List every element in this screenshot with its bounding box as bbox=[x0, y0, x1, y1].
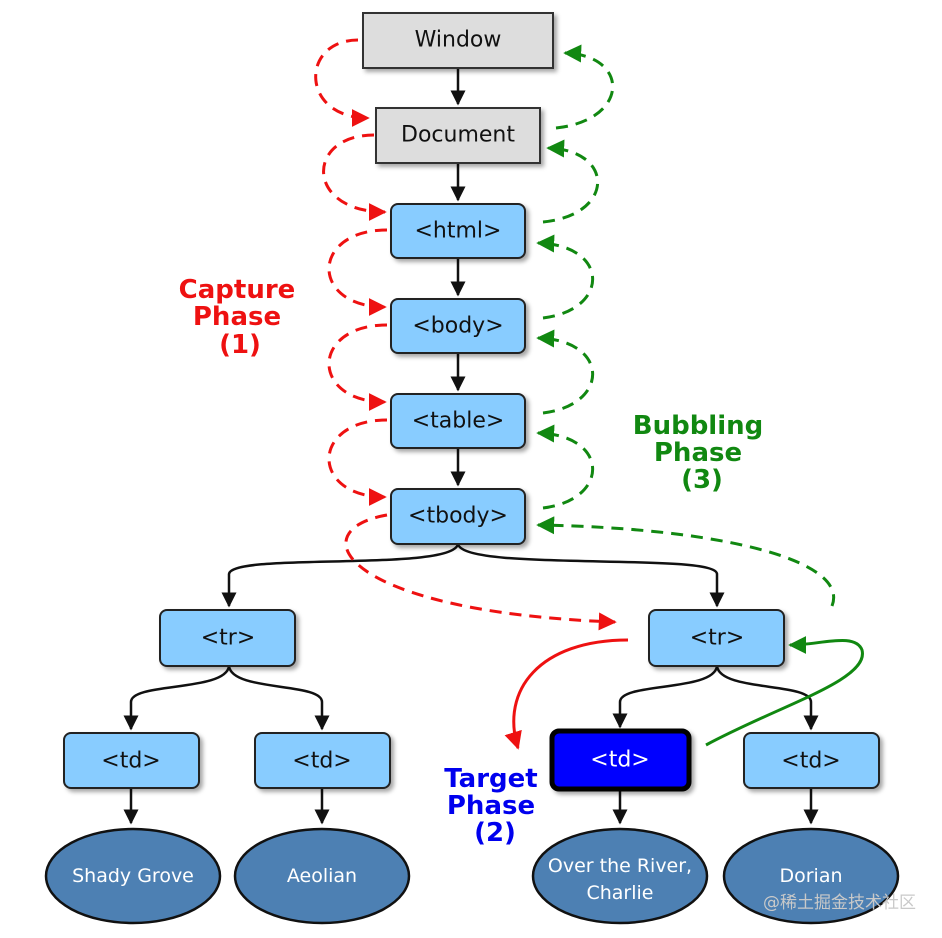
leaf-aeolian-label: Aeolian bbox=[287, 865, 357, 887]
node-table: <table> bbox=[390, 393, 526, 449]
capture-arrow-2 bbox=[322, 133, 387, 221]
node-window-label: Window bbox=[415, 28, 502, 53]
node-document: Document bbox=[375, 107, 541, 164]
arrow-tbody-tr-right bbox=[456, 543, 725, 608]
node-td-target: <td> bbox=[549, 728, 692, 792]
node-table-label: <table> bbox=[412, 409, 505, 434]
bubbling-arrow-6 bbox=[536, 516, 836, 607]
target-phase-line2: Phase bbox=[447, 791, 535, 821]
bubbling-arrows bbox=[536, 44, 836, 607]
leaf-over-the-river-line1: Over the River, bbox=[548, 855, 692, 877]
node-tr-right-label: <tr> bbox=[690, 626, 745, 651]
leaf-shady-grove: Shady Grove bbox=[44, 827, 222, 925]
capture-phase-line3: (1) bbox=[219, 330, 261, 360]
node-tbody: <tbody> bbox=[390, 488, 526, 545]
capture-arrow-4 bbox=[327, 323, 388, 411]
arrow-tbody-tr-left bbox=[221, 543, 460, 608]
bubbling-arrow-3 bbox=[536, 234, 595, 320]
capture-arrow-6 bbox=[344, 513, 617, 631]
watermark-text: @稀土掘金技术社区 bbox=[763, 893, 916, 913]
capture-phase-line1: Capture bbox=[179, 275, 296, 305]
bubbling-arrow-4 bbox=[536, 329, 595, 415]
capture-phase-label: Capture Phase (1) bbox=[179, 275, 296, 360]
node-td-2-label: <td> bbox=[292, 749, 351, 774]
target-phase-line3: (2) bbox=[474, 818, 516, 848]
target-phase-line1: Target bbox=[444, 764, 537, 794]
node-html-label: <html> bbox=[415, 219, 502, 244]
leaf-shady-grove-label: Shady Grove bbox=[72, 865, 194, 887]
node-td-4: <td> bbox=[743, 732, 880, 789]
leaf-over-the-river: Over the River, Charlie bbox=[531, 827, 709, 925]
node-tr-left-label: <tr> bbox=[201, 626, 256, 651]
node-tbody-label: <tbody> bbox=[408, 504, 508, 529]
capture-arrows bbox=[314, 38, 617, 631]
leaf-dorian: Dorian bbox=[722, 827, 900, 925]
target-phase-label: Target Phase (2) bbox=[444, 764, 537, 848]
leaf-dorian-label: Dorian bbox=[779, 865, 842, 887]
capture-phase-line2: Phase bbox=[193, 302, 281, 332]
node-td-1: <td> bbox=[63, 732, 200, 789]
arrow-tr-left-td2 bbox=[227, 665, 330, 731]
node-td-2: <td> bbox=[254, 732, 391, 789]
capture-arrow-3 bbox=[327, 228, 388, 316]
node-html: <html> bbox=[390, 203, 526, 259]
bubbling-arrow-5 bbox=[536, 424, 595, 510]
node-tr-right: <tr> bbox=[648, 609, 785, 667]
node-td-target-label: <td> bbox=[590, 748, 649, 773]
node-window: Window bbox=[362, 12, 554, 69]
arrow-tr-right-target bbox=[612, 665, 719, 729]
leaf-over-the-river-line2: Charlie bbox=[586, 882, 653, 904]
node-tr-left: <tr> bbox=[159, 609, 296, 667]
capture-arrow-5 bbox=[327, 418, 388, 506]
node-body-label: <body> bbox=[412, 314, 503, 339]
node-document-label: Document bbox=[401, 123, 515, 148]
bubbling-phase-line1: Bubbling bbox=[633, 411, 764, 441]
target-arrow bbox=[504, 638, 629, 750]
capture-arrow-1 bbox=[314, 38, 370, 127]
tree-connectors bbox=[123, 68, 819, 825]
bubbling-arrow-1 bbox=[555, 44, 615, 130]
node-td-1-label: <td> bbox=[101, 749, 160, 774]
bubbling-phase-label: Bubbling Phase (3) bbox=[633, 411, 764, 495]
leaf-aeolian: Aeolian bbox=[233, 827, 411, 925]
arrow-tr-left-td1 bbox=[123, 665, 231, 731]
bubbling-arrow-2 bbox=[542, 139, 600, 224]
bubbling-phase-line3: (3) bbox=[681, 465, 723, 495]
node-body: <body> bbox=[390, 298, 526, 354]
arrow-tr-right-td4 bbox=[715, 665, 819, 731]
node-td-4-label: <td> bbox=[781, 749, 840, 774]
bubbling-phase-line2: Phase bbox=[654, 438, 742, 468]
bubbling-start-arrow bbox=[705, 635, 864, 747]
